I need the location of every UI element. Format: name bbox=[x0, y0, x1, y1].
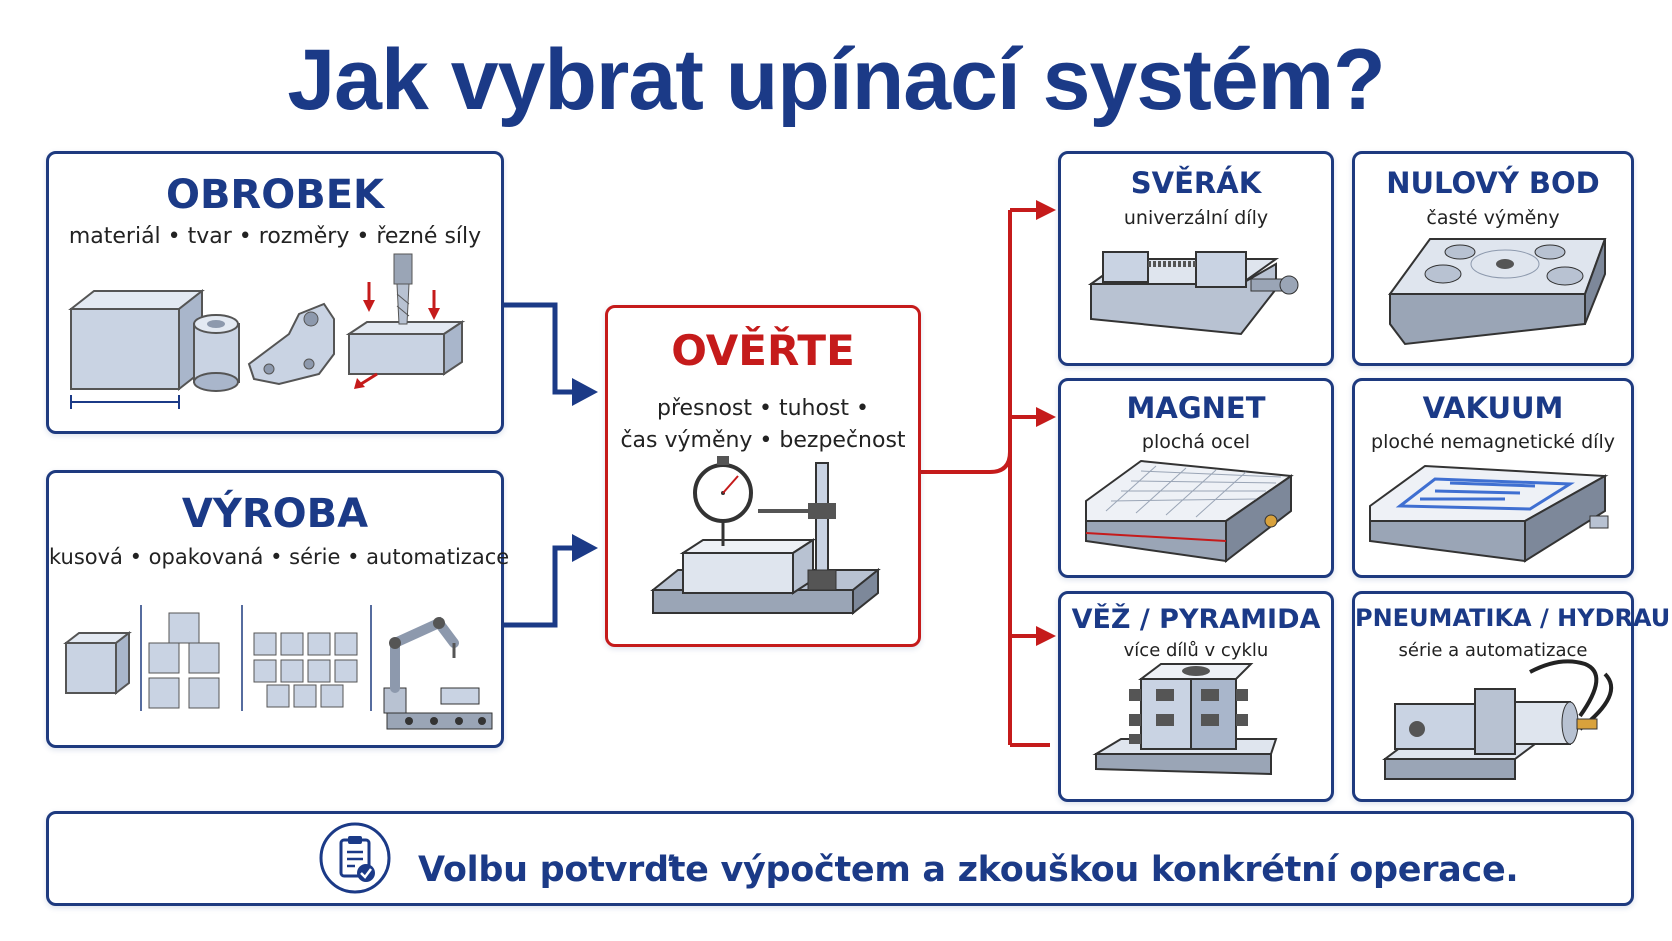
arrow-head bbox=[1036, 200, 1056, 220]
option-title: VAKUUM bbox=[1422, 391, 1564, 425]
option-title: PNEUMATIKA / HYDRAULIKA bbox=[1355, 604, 1672, 632]
vacuum-plate-icon bbox=[1369, 464, 1609, 563]
magnetic-chuck-icon bbox=[1085, 459, 1294, 564]
production-card: VÝROBA kusová • opakovaná • série • auto… bbox=[46, 470, 510, 748]
footer-banner bbox=[46, 811, 1634, 906]
option-card-tower: VĚŽ / PYRAMIDA více dílů v cyklu bbox=[1058, 591, 1334, 802]
cube-block-icon bbox=[68, 288, 205, 409]
option-subtitle: časté výměny bbox=[1426, 207, 1560, 229]
verify-card: OVĚŘTE přesnost • tuhost • čas výměny • … bbox=[605, 305, 921, 647]
workpiece-card: OBROBEK materiál • tvar • rozměry • řezn… bbox=[46, 151, 504, 434]
option-card-vacuum: VAKUUM ploché nemagnetické díly bbox=[1352, 378, 1634, 578]
connector-production-verify bbox=[503, 545, 585, 628]
option-title: SVĚRÁK bbox=[1130, 166, 1262, 200]
zero-point-plate-icon bbox=[1388, 238, 1607, 346]
cylinder-part-icon bbox=[193, 314, 240, 392]
connector-workpiece-verify bbox=[503, 302, 585, 395]
clipboard-check-icon bbox=[319, 822, 391, 894]
option-card-pneumatic-hydraulic: PNEUMATIKA / HYDRAULIKA série a automati… bbox=[1352, 591, 1672, 802]
bracket-part-icon bbox=[247, 302, 335, 386]
option-card-magnet: MAGNET plochá ocel bbox=[1058, 378, 1334, 578]
workpiece-subtitle: materiál • tvar • rozměry • řezné síly bbox=[68, 224, 482, 249]
footer-text: Volbu potvrďte výpočtem a zkouškou konkr… bbox=[418, 850, 1519, 890]
vise-icon bbox=[1087, 251, 1299, 336]
option-subtitle: plochá ocel bbox=[1141, 431, 1251, 453]
option-title: NULOVÝ BOD bbox=[1386, 166, 1600, 200]
arrow-head bbox=[1036, 407, 1056, 427]
production-subtitle: kusová • opakovaná • série • automatizac… bbox=[49, 545, 510, 569]
cutting-force-icon bbox=[345, 253, 466, 389]
workpiece-title: OBROBEK bbox=[165, 172, 385, 218]
arrow-head bbox=[572, 378, 598, 406]
option-card-vise: SVĚRÁK univerzální díly bbox=[1058, 151, 1334, 366]
workpiece-illustrations bbox=[68, 253, 466, 409]
series-pieces-icon bbox=[253, 632, 358, 708]
option-title: VĚŽ / PYRAMIDA bbox=[1071, 604, 1321, 635]
tower-fixture-icon bbox=[1092, 663, 1278, 776]
verify-line-2: čas výměny • bezpečnost bbox=[620, 428, 906, 453]
arrow-head bbox=[572, 534, 598, 562]
option-subtitle: více dílů v cyklu bbox=[1123, 640, 1269, 661]
option-title: MAGNET bbox=[1126, 391, 1266, 425]
arrow-head bbox=[1036, 626, 1056, 646]
robot-arm-icon bbox=[383, 616, 493, 730]
production-illustrations bbox=[63, 605, 493, 730]
option-card-zero-point: NULOVÝ BOD časté výměny bbox=[1352, 151, 1634, 366]
option-subtitle: ploché nemagnetické díly bbox=[1371, 431, 1615, 453]
verify-line-1: přesnost • tuhost • bbox=[656, 396, 869, 421]
repeat-pieces-icon bbox=[148, 612, 220, 709]
single-piece-icon bbox=[63, 630, 132, 696]
hydraulic-clamp-icon bbox=[1382, 659, 1614, 780]
verify-title: OVĚŘTE bbox=[671, 326, 855, 375]
dial-indicator-illustration bbox=[650, 456, 881, 616]
option-subtitle: univerzální díly bbox=[1123, 207, 1269, 229]
production-title: VÝROBA bbox=[181, 491, 369, 537]
option-subtitle: série a automatizace bbox=[1398, 640, 1588, 661]
page-title: Jak vybrat upínací systém? bbox=[287, 32, 1385, 128]
